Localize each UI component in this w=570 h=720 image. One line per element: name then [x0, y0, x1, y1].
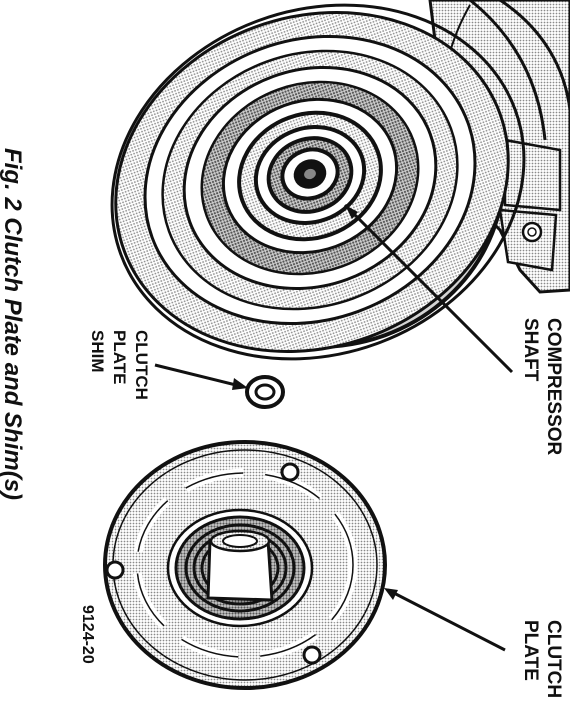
label-compressor-shaft: COMPRESSOR SHAFT	[520, 318, 564, 456]
label-clutch-plate-line2: PLATE	[520, 620, 541, 681]
label-clutch-plate-line1: CLUTCH	[543, 620, 564, 698]
label-clutch-plate-shim: CLUTCH PLATE SHIM	[88, 330, 151, 400]
label-shim-line2: PLATE	[110, 330, 129, 384]
label-shim-line3: SHIM	[88, 330, 107, 373]
clutch-plate	[103, 440, 387, 690]
figure-caption: Fig. 2 Clutch Plate and Shim(s)	[0, 148, 26, 500]
label-compressor-shaft-line2: SHAFT	[520, 318, 541, 382]
figure-number: 9124-20	[79, 605, 96, 664]
clutch-plate-shim	[154, 363, 285, 409]
plate-hole	[302, 645, 322, 665]
label-compressor-shaft-line1: COMPRESSOR	[543, 318, 564, 456]
plate-hole	[280, 462, 300, 482]
label-clutch-plate: CLUTCH PLATE	[520, 620, 564, 698]
label-shim-line1: CLUTCH	[132, 330, 151, 400]
figure-caption-text: Fig. 2 Clutch Plate and Shim(s)	[0, 148, 26, 500]
clutch-plate-leader	[384, 588, 506, 652]
bracket-bolt-hole	[521, 221, 543, 243]
figure-number-text: 9124-20	[79, 605, 96, 664]
plate-hole	[105, 560, 125, 580]
compressor-shaft-leader	[343, 203, 514, 374]
